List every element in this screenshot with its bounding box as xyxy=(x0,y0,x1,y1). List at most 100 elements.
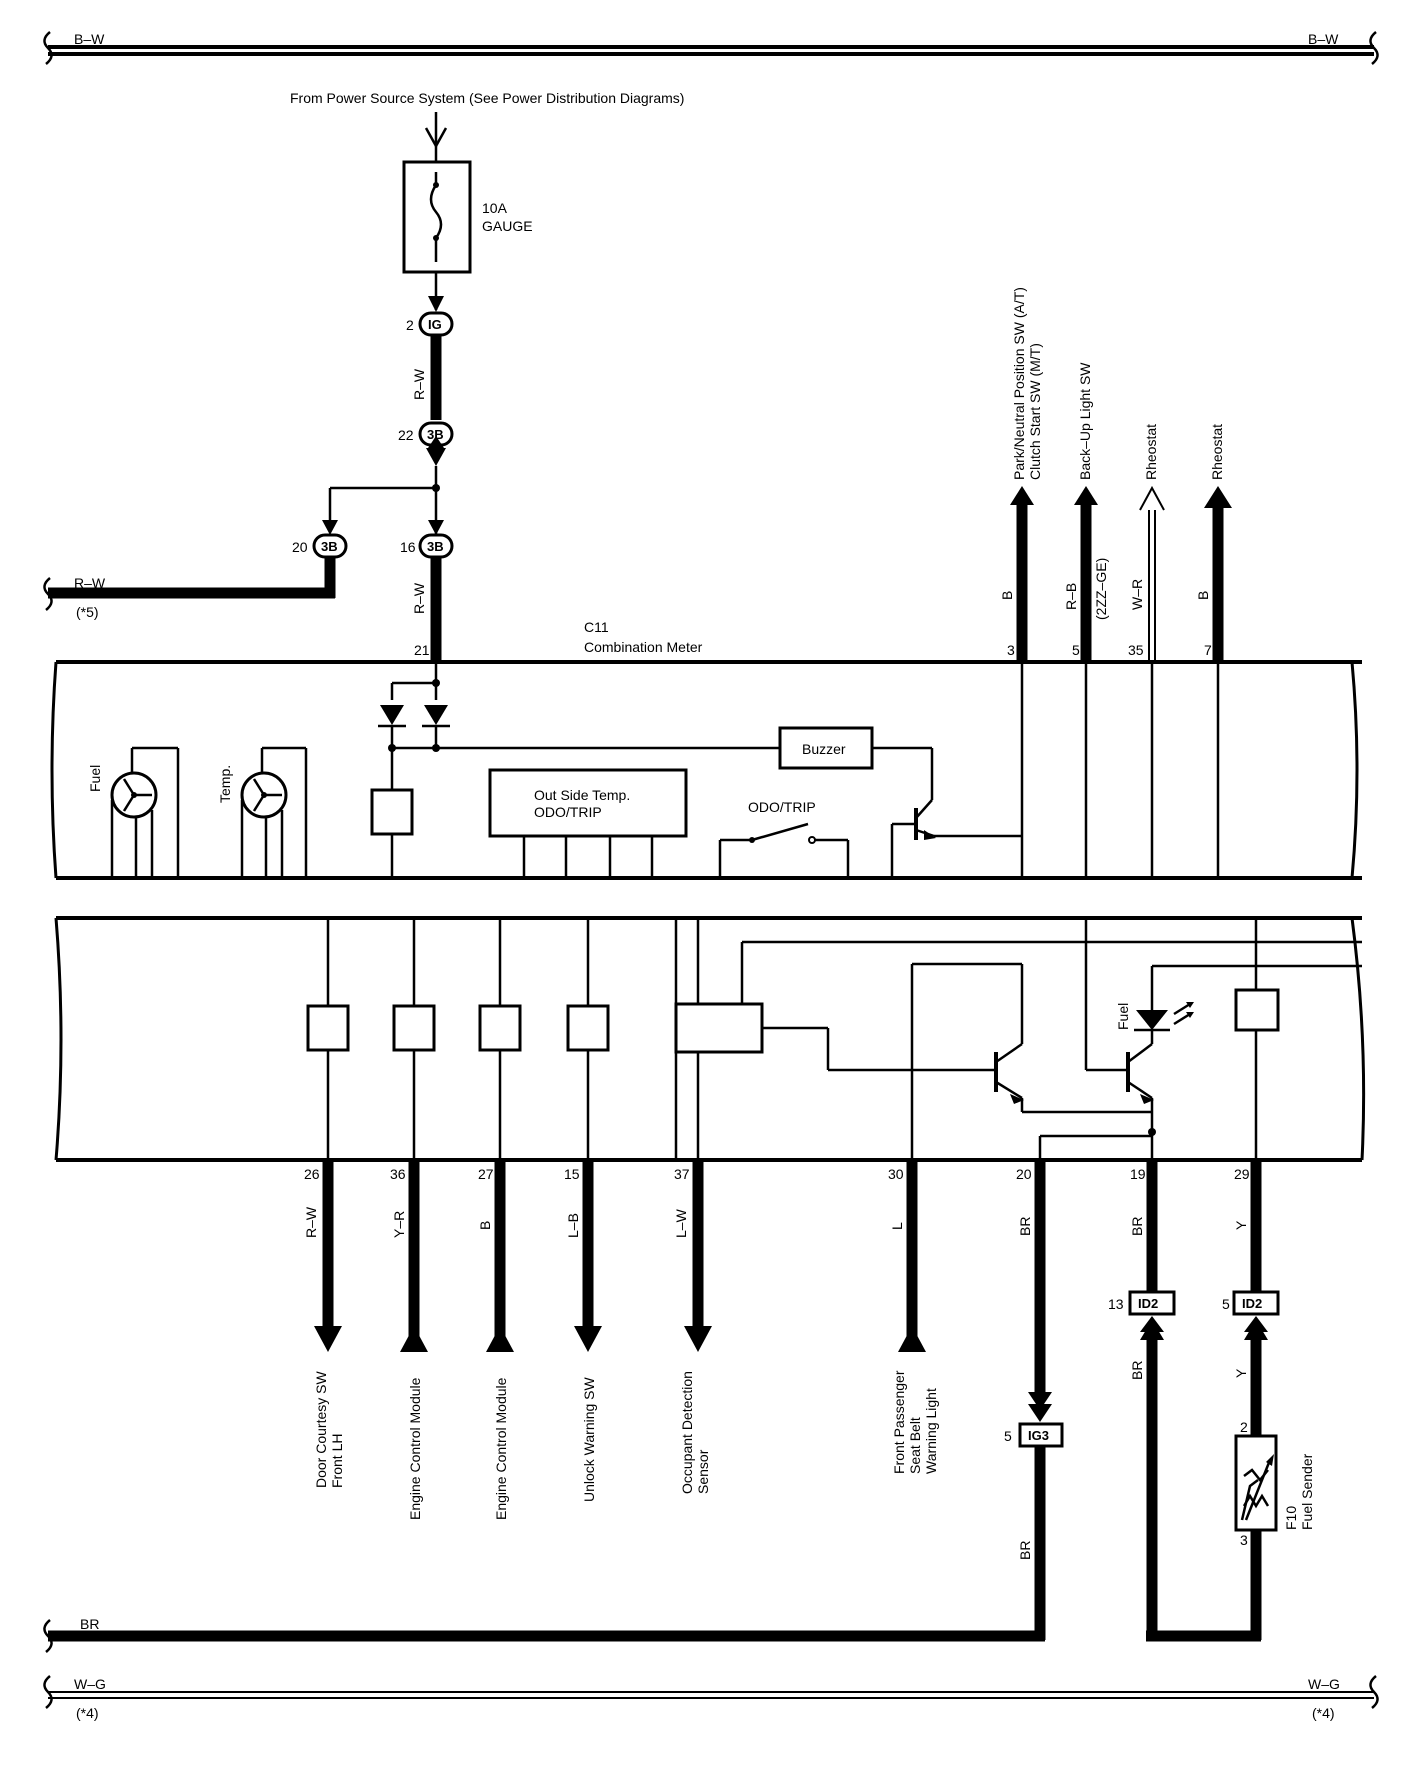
bus-top-left-label: B–W xyxy=(74,31,105,47)
rheostat-b-dest: Rheostat xyxy=(1209,424,1225,480)
rheostat-b-wire: B xyxy=(1195,591,1211,600)
bottom-connections: 26 R–W Door Courtesy SW Front LH 36 Y–R … xyxy=(303,1052,939,1520)
indicator-box-15 xyxy=(566,1004,610,1052)
wire-36: Y–R xyxy=(391,1211,407,1238)
pin-30: 30 xyxy=(888,1166,904,1182)
arrow-up-22b xyxy=(426,448,446,466)
combination-meter-body xyxy=(50,660,1366,1162)
display-line-2: ODO/TRIP xyxy=(534,804,602,820)
wire-37: L–W xyxy=(673,1208,689,1238)
id2-a-label: ID2 xyxy=(1138,1296,1158,1311)
id2-b-pin: 5 xyxy=(1222,1296,1230,1312)
clutch-start-dest: Clutch Start SW (M/T) xyxy=(1027,343,1043,480)
bus-bottom-left-label: W–G xyxy=(74,1676,106,1692)
id2-b-label: ID2 xyxy=(1242,1296,1262,1311)
rheostat-a-note: (2ZZ–GE) xyxy=(1093,558,1109,620)
fuel-warning-label: Fuel xyxy=(1115,1003,1131,1030)
dest-36-line1: Engine Control Module xyxy=(407,1377,423,1520)
indicator-box-26 xyxy=(306,1004,350,1052)
wire-15: L–B xyxy=(565,1213,581,1238)
wire-below-a: BR xyxy=(1129,1361,1145,1380)
pin-15: 15 xyxy=(564,1166,580,1182)
meter-internal-upper: Fuel Temp. Out Side Temp. ODO/TRIP xyxy=(87,662,1220,878)
seatbelt-transistor xyxy=(910,962,1152,1160)
park-neutral-dest: Park/Neutral Position SW (A/T) xyxy=(1011,287,1027,480)
c3b-16-pin: 16 xyxy=(400,539,416,555)
sender-name: Fuel Sender xyxy=(1299,1453,1315,1530)
sender-pin-top: 2 xyxy=(1240,1419,1248,1435)
c3b-20-label: 3B xyxy=(321,539,338,554)
indicator-box-27 xyxy=(478,1004,522,1052)
left-rw-label: R–W xyxy=(74,575,106,591)
wire-30: L xyxy=(889,1222,905,1230)
arrow-up-22 xyxy=(428,436,444,448)
fuse-gauge: 10A GAUGE xyxy=(402,160,533,274)
pin-20: 20 xyxy=(1016,1166,1032,1182)
fuel-gauge-label: Fuel xyxy=(87,765,103,792)
left-rw-bus: R–W (*5) xyxy=(43,558,336,620)
rw-lower-wire: R–W xyxy=(411,582,427,614)
top-bw-bus: B–W B–W xyxy=(43,31,1379,65)
backup-light-wire: R–B xyxy=(1063,583,1079,610)
ig3-label: IG3 xyxy=(1028,1428,1049,1443)
fuse-name: GAUGE xyxy=(482,218,533,234)
relay-box-upper xyxy=(370,788,414,836)
connector-3b-16: 3B 16 xyxy=(400,533,454,559)
dest-26-line2: Front LH xyxy=(329,1434,345,1488)
park-neutral-wire: B xyxy=(999,591,1015,600)
buzzer-label: Buzzer xyxy=(802,741,846,757)
bus-bottom-left-note: (*4) xyxy=(76,1705,99,1721)
c3b-22-pin: 22 xyxy=(398,427,414,443)
bus-bottom-right-note: (*4) xyxy=(1312,1705,1335,1721)
dest-15-line1: Unlock Warning SW xyxy=(581,1376,597,1502)
ig-label: IG xyxy=(428,317,442,332)
arrow-to-ig xyxy=(428,296,444,312)
backup-light-dest: Back–Up Light SW xyxy=(1077,362,1093,480)
rheostat-a-pin: 35 xyxy=(1128,642,1144,658)
pin-27: 27 xyxy=(478,1166,494,1182)
indicator-box-29 xyxy=(1234,988,1280,1032)
pin-21: 21 xyxy=(414,642,430,658)
odo-trip-switch: ODO/TRIP xyxy=(718,799,850,878)
bus-bottom-right-label: W–G xyxy=(1308,1676,1340,1692)
rheostat-b-pin: 7 xyxy=(1204,642,1212,658)
left-rw-note: (*5) xyxy=(76,604,99,620)
arrow-to-16 xyxy=(428,520,444,535)
wire-26: R–W xyxy=(303,1206,319,1238)
temp-gauge-label: Temp. xyxy=(217,765,233,803)
rheostat-a-wire: W–R xyxy=(1129,579,1145,610)
wire-below-b: Y xyxy=(1233,1368,1249,1378)
id2-connector-b xyxy=(1232,1290,1280,1316)
wire-20: BR xyxy=(1017,1217,1033,1236)
wire-27: B xyxy=(477,1221,493,1230)
wire-after-ig3: BR xyxy=(1017,1541,1033,1560)
power-source-label: From Power Source System (See Power Dist… xyxy=(290,90,684,106)
wire-29: Y xyxy=(1233,1220,1249,1230)
pin-26: 26 xyxy=(304,1166,320,1182)
sender-pin-bottom: 3 xyxy=(1240,1532,1248,1548)
pin-19: 19 xyxy=(1130,1166,1146,1182)
bottom-wg-bus: W–G W–G (*4) (*4) xyxy=(43,1675,1379,1721)
meter-name: Combination Meter xyxy=(584,639,703,655)
indicator-box-36 xyxy=(392,1004,436,1052)
id2-a-pin: 13 xyxy=(1108,1296,1124,1312)
ig-pin: 2 xyxy=(406,317,414,333)
connector-3b-20: 3B 20 xyxy=(292,533,348,559)
dest-37-line2: Sensor xyxy=(695,1449,711,1494)
dest-30-line3: Warning Light xyxy=(923,1388,939,1474)
rheostat-a-dest: Rheostat xyxy=(1143,424,1159,480)
display-line-1: Out Side Temp. xyxy=(534,787,630,803)
fuel-gauge-icon: Fuel xyxy=(87,746,180,878)
buzzer-transistor xyxy=(890,799,1022,878)
pin-29: 29 xyxy=(1234,1166,1250,1182)
park-neutral-pin: 3 xyxy=(1007,642,1015,658)
dest-26-line1: Door Courtesy SW xyxy=(313,1371,329,1488)
occupant-box xyxy=(674,1002,764,1054)
connector-ig: IG 2 xyxy=(406,311,454,337)
c3b-16-label: 3B xyxy=(427,539,444,554)
sender-id: F10 xyxy=(1283,1506,1299,1530)
ground-path: 20 BR IG3 5 BR BR xyxy=(43,1160,1064,1653)
fuel-sender-path: 19 BR 29 Y ID2 13 ID2 5 BR Y 2 3 F10 Fue… xyxy=(1108,1160,1315,1642)
temp-gauge-icon: Temp. xyxy=(217,746,308,878)
